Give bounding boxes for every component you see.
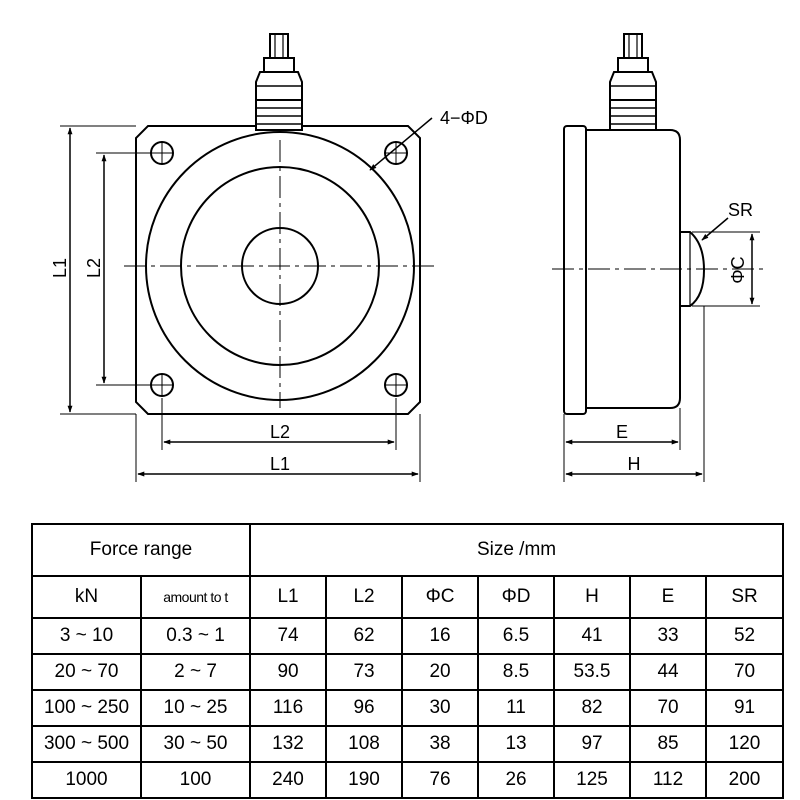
table-cell: 132 bbox=[249, 725, 328, 763]
table-cell: 190 bbox=[325, 761, 404, 799]
table-cell: 6.5 bbox=[477, 617, 556, 655]
table-cell: 82 bbox=[553, 689, 632, 727]
table-cell: 0.3 ~ 1 bbox=[139, 617, 252, 655]
table-row: 20 ~ 70 2 ~ 7 90 73 20 8.5 53.5 44 70 bbox=[31, 653, 785, 691]
table-cell: 53.5 bbox=[553, 653, 632, 691]
header-amount-to-t: amount to t bbox=[139, 575, 252, 619]
table-cell: 3 ~ 10 bbox=[31, 617, 142, 655]
table-cell: 108 bbox=[325, 725, 404, 763]
header-size: Size /mm bbox=[249, 523, 785, 577]
side-button bbox=[680, 231, 706, 307]
side-view bbox=[552, 33, 764, 482]
spec-table: Force range Size /mm kN amount to t L1 L… bbox=[30, 523, 785, 799]
hole-callout-leader bbox=[369, 117, 433, 171]
dim-label-l2-vertical: L2 bbox=[84, 258, 104, 278]
table-cell: 1000 bbox=[31, 761, 142, 799]
table-cell: 73 bbox=[325, 653, 404, 691]
table-cell: 41 bbox=[553, 617, 632, 655]
side-flange bbox=[563, 125, 587, 415]
table-cell: 62 bbox=[325, 617, 404, 655]
table-cell: 112 bbox=[629, 761, 708, 799]
extension-lines bbox=[60, 125, 421, 482]
header-kn: kN bbox=[31, 575, 142, 619]
dim-label-e: E bbox=[616, 422, 628, 442]
cable-gland bbox=[255, 57, 303, 131]
sr-label: SR bbox=[728, 200, 753, 220]
table-row: 3 ~ 10 0.3 ~ 1 74 62 16 6.5 41 33 52 bbox=[31, 617, 785, 655]
table-cell: 10 ~ 25 bbox=[139, 689, 252, 727]
center-lines bbox=[124, 140, 436, 408]
table-cell: 125 bbox=[553, 761, 632, 799]
table-cell: 300 ~ 500 bbox=[31, 725, 142, 763]
table-cell: 11 bbox=[477, 689, 556, 727]
table-cell: 240 bbox=[249, 761, 328, 799]
table-cell: 91 bbox=[705, 689, 785, 727]
header-force-range: Force range bbox=[30, 523, 252, 577]
dim-label-h: H bbox=[628, 454, 641, 474]
table-row: 100 ~ 250 10 ~ 25 116 96 30 11 82 70 91 bbox=[31, 689, 785, 727]
dim-label-l1-vertical: L1 bbox=[50, 258, 70, 278]
table-cell: 76 bbox=[401, 761, 480, 799]
table-cell: 33 bbox=[629, 617, 708, 655]
header-sr: SR bbox=[705, 575, 785, 619]
header-e: E bbox=[629, 575, 708, 619]
dim-label-l1-horizontal: L1 bbox=[270, 454, 290, 474]
table-cell: 120 bbox=[705, 725, 785, 763]
dim-label-l2-horizontal: L2 bbox=[270, 422, 290, 442]
table-sub-header-row: kN amount to t L1 L2 ΦC ΦD H E SR bbox=[31, 575, 785, 619]
side-dimension-lines bbox=[565, 233, 755, 477]
table-cell: 100 bbox=[139, 761, 252, 799]
side-cable bbox=[623, 33, 643, 59]
table-cell: 96 bbox=[325, 689, 404, 727]
side-extension-lines bbox=[563, 231, 760, 482]
table-cell: 90 bbox=[249, 653, 328, 691]
table-group-header-row: Force range Size /mm bbox=[30, 523, 785, 577]
hole-callout-label: 4−ΦD bbox=[440, 108, 488, 128]
table-cell: 74 bbox=[249, 617, 328, 655]
table-cell: 16 bbox=[401, 617, 480, 655]
table-cell: 44 bbox=[629, 653, 708, 691]
header-c: ΦC bbox=[401, 575, 480, 619]
header-l2: L2 bbox=[325, 575, 404, 619]
header-h: H bbox=[553, 575, 632, 619]
table-cell: 30 bbox=[401, 689, 480, 727]
table-cell: 38 bbox=[401, 725, 480, 763]
table-row: 1000 100 240 190 76 26 125 112 200 bbox=[31, 761, 785, 799]
table-cell: 70 bbox=[705, 653, 785, 691]
technical-drawing: 4−ΦD L1 L2 L2 L1 bbox=[50, 33, 764, 482]
header-l1: L1 bbox=[249, 575, 328, 619]
table-cell: 85 bbox=[629, 725, 708, 763]
table-cell: 2 ~ 7 bbox=[139, 653, 252, 691]
table-cell: 13 bbox=[477, 725, 556, 763]
base-plate-outline bbox=[135, 125, 421, 415]
table-cell: 200 bbox=[705, 761, 785, 799]
dim-label-c: ΦC bbox=[728, 256, 748, 283]
table-cell: 8.5 bbox=[477, 653, 556, 691]
front-view bbox=[60, 33, 436, 482]
cable bbox=[269, 33, 289, 59]
table-cell: 26 bbox=[477, 761, 556, 799]
table-cell: 20 ~ 70 bbox=[31, 653, 142, 691]
table-cell: 52 bbox=[705, 617, 785, 655]
sr-leader bbox=[701, 217, 729, 241]
header-d: ΦD bbox=[477, 575, 556, 619]
table-cell: 97 bbox=[553, 725, 632, 763]
table-cell: 30 ~ 50 bbox=[139, 725, 252, 763]
table-cell: 100 ~ 250 bbox=[31, 689, 142, 727]
table-cell: 20 bbox=[401, 653, 480, 691]
side-cable-gland bbox=[609, 57, 657, 131]
table-cell: 70 bbox=[629, 689, 708, 727]
table-row: 300 ~ 500 30 ~ 50 132 108 38 13 97 85 12… bbox=[31, 725, 785, 763]
table-cell: 116 bbox=[249, 689, 328, 727]
dimension-lines bbox=[67, 127, 419, 477]
